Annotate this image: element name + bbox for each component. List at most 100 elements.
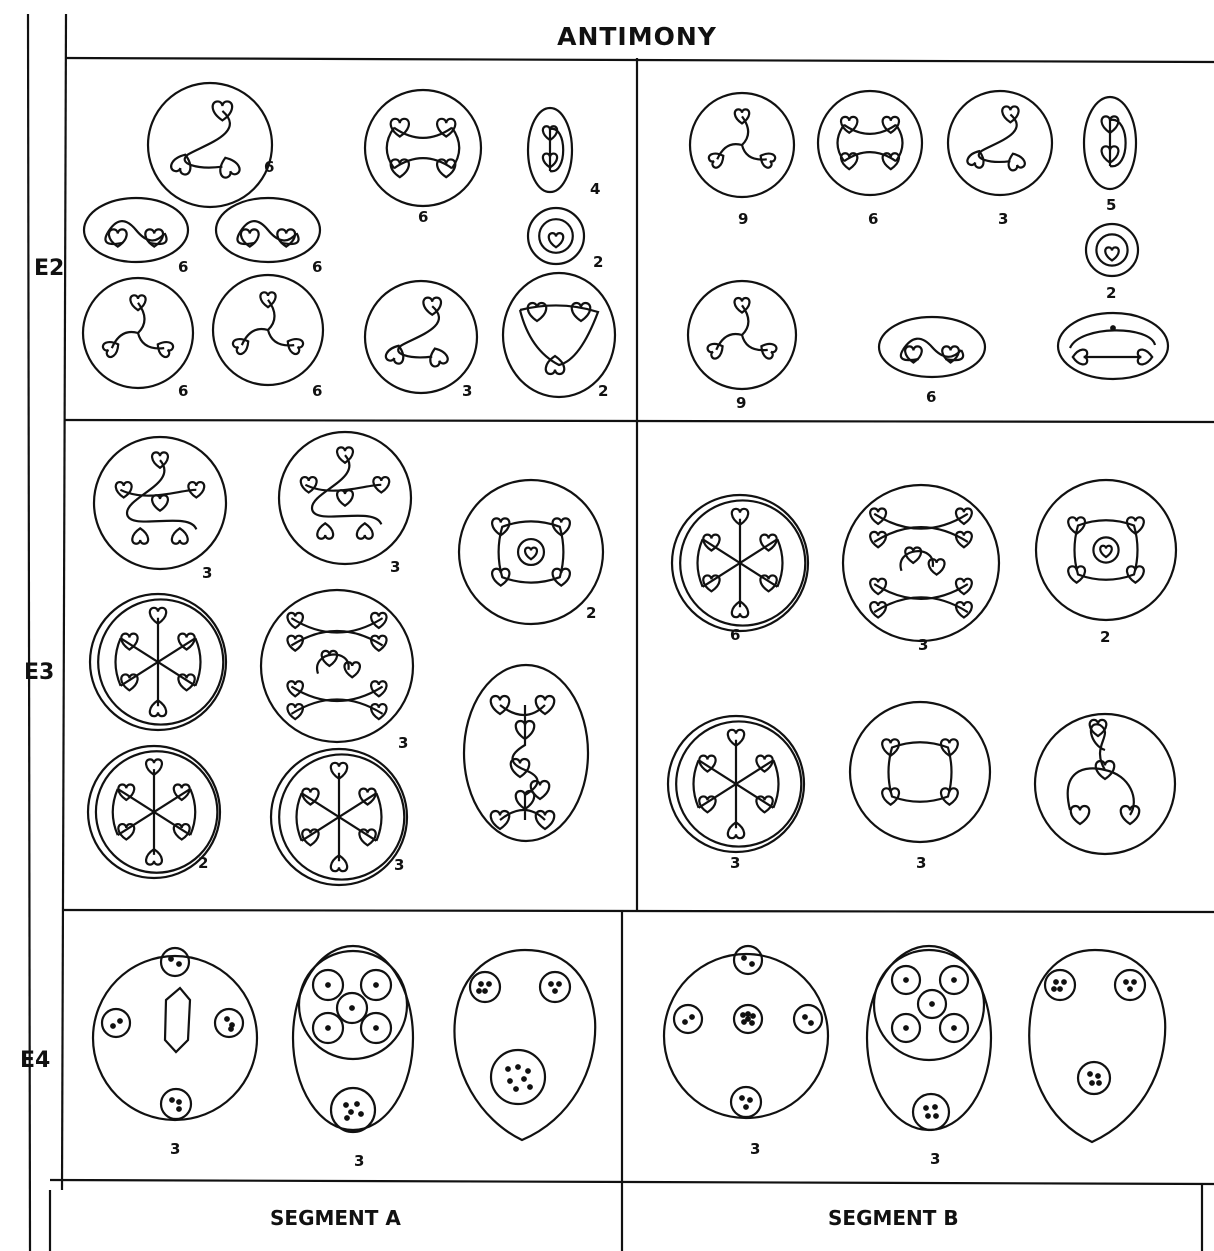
heart-loop <box>553 569 570 586</box>
figure-count: 2 <box>598 384 608 399</box>
heart-loop <box>344 662 359 677</box>
diagram-title: ANTIMONY <box>0 24 1214 49</box>
chromatin-dot <box>522 1077 526 1081</box>
figure-count: 2 <box>1106 286 1116 301</box>
chromatin-dot <box>933 1105 937 1109</box>
heart-loop <box>525 548 537 560</box>
outline <box>98 599 223 724</box>
figure-count: 3 <box>390 560 400 575</box>
chromatin-dot <box>170 1098 174 1102</box>
chromatin-dot <box>479 982 483 986</box>
chromatin-dot <box>1097 1081 1101 1085</box>
outline <box>365 281 477 393</box>
cross-figure <box>818 91 922 195</box>
tripod-figure <box>690 93 794 197</box>
figure-count: 6 <box>312 260 322 275</box>
heart-loop <box>1005 151 1026 172</box>
star-figure <box>668 716 804 852</box>
chromatin-dot <box>748 1098 752 1102</box>
outline <box>365 90 481 206</box>
figure-count: 2 <box>586 606 596 621</box>
outline <box>843 485 999 641</box>
heart-loop <box>385 343 407 365</box>
double-x-figure <box>843 485 999 641</box>
chromatin-dot <box>516 1065 520 1069</box>
row-label-e2: E2 <box>34 258 64 280</box>
chromatin-dot <box>349 1110 353 1114</box>
ring-figure <box>1086 224 1138 276</box>
figure-count: 3 <box>170 1142 180 1157</box>
chromatin-dot <box>952 1026 956 1030</box>
outline <box>161 1089 191 1119</box>
thread <box>777 539 782 587</box>
thread <box>716 334 742 350</box>
chromatin-dot <box>557 982 561 986</box>
figure-count: 6 <box>264 160 274 175</box>
segment-a-label: SEGMENT A <box>270 1208 401 1228</box>
thread <box>1068 724 1134 815</box>
thread <box>268 330 294 345</box>
four-ring-figure <box>1036 480 1176 620</box>
chromatin-dot <box>177 962 181 966</box>
outline <box>148 83 272 207</box>
outline <box>540 972 570 1002</box>
chromatin-dot <box>169 957 173 961</box>
chromatin-dot <box>177 1107 181 1111</box>
heart-loop <box>357 523 373 538</box>
heart-loop <box>337 490 353 505</box>
heart-loop <box>549 233 564 247</box>
star-figure <box>672 495 808 631</box>
heart-loop <box>929 559 945 574</box>
chromatin-dot <box>742 1020 746 1024</box>
thread <box>1070 330 1155 348</box>
thread <box>242 329 268 345</box>
loop-figure <box>503 273 615 397</box>
chromatin-dot <box>225 1017 229 1021</box>
chromatin-dot <box>483 989 487 993</box>
figure-count: 2 <box>1100 630 1110 645</box>
heart-loop <box>1073 350 1087 365</box>
thread <box>297 793 302 841</box>
chromatin-dot <box>751 1014 755 1018</box>
outline <box>261 590 413 742</box>
chromatin-dot <box>803 1015 807 1019</box>
figure-count: 6 <box>178 384 188 399</box>
bow-figure <box>216 198 320 262</box>
figure-count: 3 <box>394 858 404 873</box>
chromatin-dot <box>683 1020 687 1024</box>
outline <box>1058 313 1168 379</box>
chromatin-dot <box>934 1114 938 1118</box>
row-label-e3: E3 <box>24 662 54 684</box>
heart-loop <box>152 495 168 510</box>
nested-nucleus-figure <box>867 946 991 1130</box>
chromatin-dot <box>746 1017 750 1021</box>
outline <box>734 946 762 974</box>
chromatin-dot <box>229 1027 233 1031</box>
thread <box>112 332 138 348</box>
chromatin-dot <box>344 1103 348 1107</box>
bow-figure <box>879 317 985 377</box>
heart-loop <box>1100 546 1112 557</box>
heart-loop <box>170 151 195 175</box>
chromatin-dot <box>904 978 908 982</box>
figure-count: 6 <box>312 384 322 399</box>
heart-loop <box>1138 350 1152 365</box>
heart-loop <box>492 569 509 586</box>
chromatin-dot <box>553 989 557 993</box>
heart-loop <box>966 148 987 169</box>
heart-loop <box>905 547 921 562</box>
chromatin-dot <box>118 1019 122 1023</box>
heart-loop <box>1068 566 1085 582</box>
thread <box>773 760 778 808</box>
figure-count: 3 <box>930 1152 940 1167</box>
thread <box>1110 120 1126 167</box>
outline <box>102 1009 130 1037</box>
thread <box>717 144 742 159</box>
figure-count: 3 <box>462 384 472 399</box>
chromatin-dot <box>514 1087 518 1091</box>
thread <box>116 638 121 686</box>
open-oval-figure <box>1058 313 1168 379</box>
row-label-e4: E4 <box>20 1050 50 1072</box>
chromatin-dot <box>508 1079 512 1083</box>
double-x-figure <box>261 590 413 742</box>
